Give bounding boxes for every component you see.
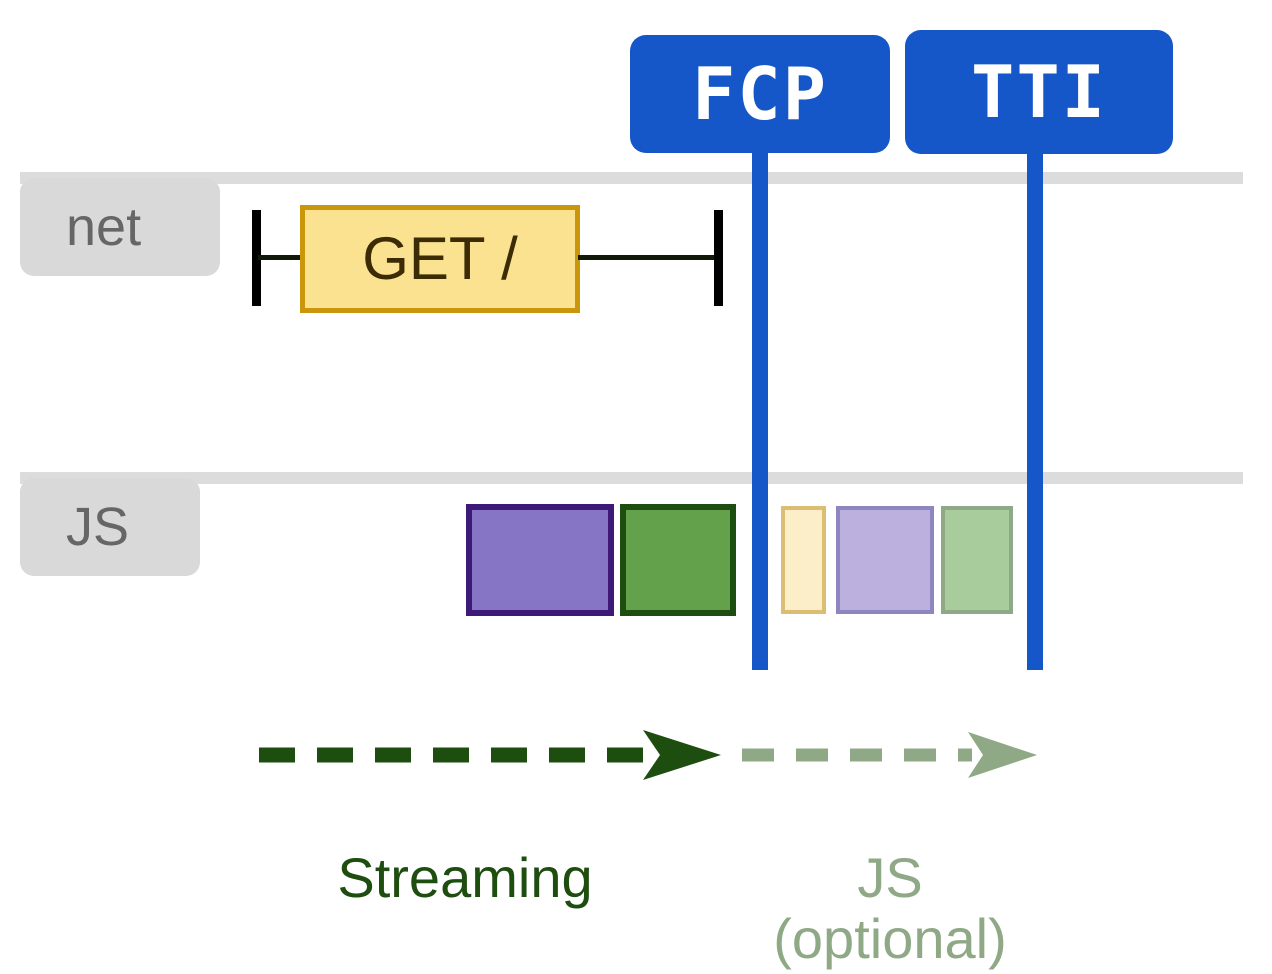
- fcp-marker-line: [752, 140, 768, 670]
- net-whisker-cap-left: [252, 210, 261, 306]
- js-task-block-purple[interactable]: [466, 504, 614, 616]
- js-optional-arrow-head: [968, 732, 1037, 778]
- net-request-bar[interactable]: GET /: [300, 205, 580, 313]
- tti-marker-label: TTI: [970, 50, 1108, 134]
- net-track-line: [20, 172, 1243, 184]
- js-optional-phase-arrow: [742, 732, 1037, 778]
- row-label-js: JS: [20, 478, 200, 576]
- net-request-bar-label: GET /: [362, 225, 518, 292]
- tti-marker-badge[interactable]: TTI: [905, 30, 1173, 154]
- js-track-line: [20, 472, 1243, 484]
- js-task-block-green-optional[interactable]: [941, 506, 1013, 614]
- streaming-phase-label: Streaming: [250, 788, 680, 909]
- row-label-net: net: [20, 178, 220, 276]
- net-whisker-cap-right: [714, 210, 723, 306]
- js-optional-phase-label: JS (optional): [740, 788, 1040, 969]
- tti-marker-line: [1027, 140, 1043, 670]
- streaming-phase-label-text: Streaming: [337, 846, 593, 910]
- streaming-phase-arrow: [259, 730, 721, 780]
- js-task-block-green[interactable]: [620, 504, 736, 616]
- streaming-arrow-head: [643, 730, 721, 780]
- fcp-marker-badge[interactable]: FCP: [630, 35, 890, 153]
- row-label-js-text: JS: [66, 497, 130, 557]
- net-whisker-line-right: [578, 255, 720, 260]
- js-task-block-purple-optional[interactable]: [836, 506, 934, 614]
- js-task-block-yellow-optional[interactable]: [781, 506, 826, 614]
- fcp-marker-label: FCP: [691, 52, 829, 136]
- net-whisker-line-left: [258, 255, 306, 260]
- js-optional-phase-label-text: JS (optional): [773, 846, 1007, 970]
- row-label-net-text: net: [66, 197, 142, 257]
